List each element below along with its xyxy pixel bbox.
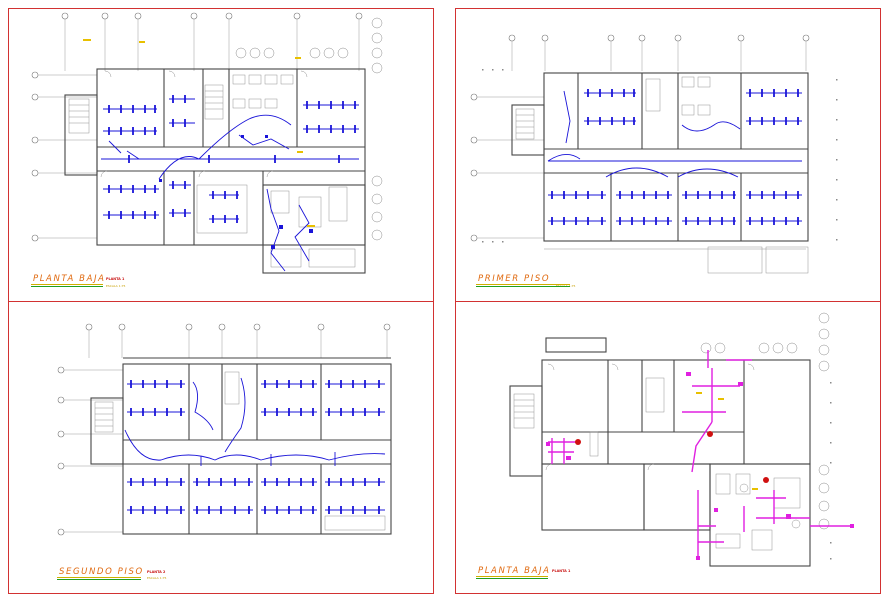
sheet-segundo-piso: SEGUNDO PISO PLANTA 2 ESCALA 1:75	[8, 301, 434, 594]
sheet-title: PRIMER PISO	[478, 274, 551, 284]
floor-plan-drawing	[470, 34, 838, 274]
floor-plan-drawing	[31, 12, 383, 274]
sheet-subtitle: PLANTA 2	[147, 570, 166, 574]
title-underline-green	[31, 286, 103, 288]
title-underline	[476, 576, 548, 578]
sheet-primer-piso: PRIMER PISO ESCALA 1:75	[455, 8, 881, 302]
sheet-title: SEGUNDO PISO	[59, 567, 144, 577]
sheet-planta-baja-sanitaria: PLANTA BAJA PLANTA 1	[455, 301, 881, 594]
title-underline	[476, 284, 570, 286]
floor-plan-drawing	[57, 323, 392, 536]
sheet-scale: ESCALA 1:75	[147, 576, 167, 580]
sheet-subtitle: PLANTA 1	[552, 569, 571, 573]
title-underline	[57, 577, 141, 579]
title-underline-green	[476, 286, 570, 288]
title-underline-green	[57, 579, 141, 581]
sheet-title: PLANTA BAJA	[478, 566, 551, 576]
title-underline-green	[476, 578, 548, 580]
sheet-title: PLANTA BAJA	[33, 274, 106, 284]
sheet-scale: ESCALA 1:75	[106, 284, 126, 288]
title-underline	[31, 284, 103, 286]
floor-plan-drawing	[509, 312, 854, 567]
sheet-planta-baja-electrica: PLANTA BAJA PLANTA 1 ESCALA 1:75	[8, 8, 434, 302]
sheet-subtitle: PLANTA 1	[106, 277, 125, 281]
